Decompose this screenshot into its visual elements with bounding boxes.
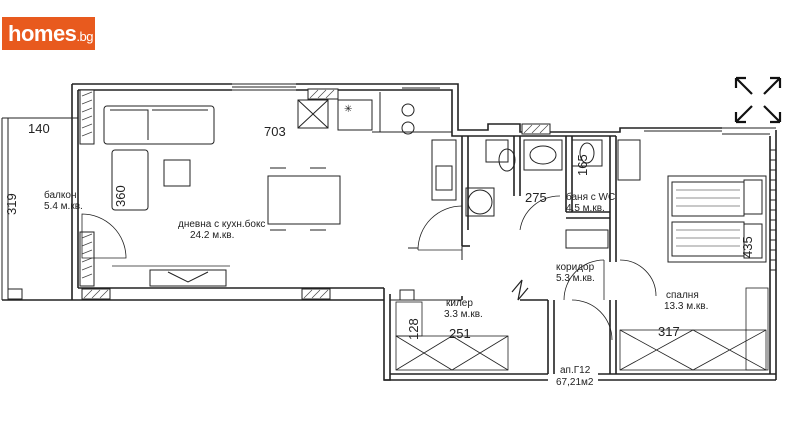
balcony-height-dim: 319 <box>4 193 19 215</box>
corridor-width-dim: 275 <box>525 190 547 205</box>
living-width-dim: 703 <box>264 124 286 139</box>
pantry-width-dim: 251 <box>449 326 471 341</box>
apartment-area: 67,21м2 <box>556 377 594 388</box>
logo-text: homes <box>8 21 77 46</box>
balcony-width-dim: 140 <box>28 121 50 136</box>
corridor-name: коридор <box>556 262 595 273</box>
balcony-name: балкон <box>44 189 76 201</box>
living-height-dim: 360 <box>113 185 128 207</box>
living-area: 24.2 м.кв. <box>190 230 234 241</box>
svg-text:✳: ✳ <box>344 104 352 115</box>
apartment-label: ап.Г12 <box>560 365 591 376</box>
living-name: дневна с кухн.бокс <box>178 218 265 230</box>
bath-area: 4.5 м.кв. <box>566 203 605 214</box>
bedroom-height-dim: 435 <box>740 236 755 258</box>
pantry-name: килер <box>446 298 473 309</box>
balcony-area: 5.4 м.кв. <box>44 201 83 212</box>
corridor-area: 5.3 м.кв. <box>556 273 595 284</box>
expand-icon[interactable] <box>734 76 782 124</box>
homes-logo[interactable]: homes.bg <box>2 17 95 50</box>
bath-height-dim: 165 <box>575 154 590 176</box>
bath-name: баня с WC <box>566 191 615 203</box>
pantry-height-dim: 128 <box>406 318 421 340</box>
bedroom-name: спалня <box>666 290 699 301</box>
pantry-area: 3.3 м.кв. <box>444 309 483 320</box>
bedroom-width-dim: 317 <box>658 324 680 339</box>
bedroom-area: 13.3 м.кв. <box>664 301 708 312</box>
logo-tld: .bg <box>76 29 93 44</box>
